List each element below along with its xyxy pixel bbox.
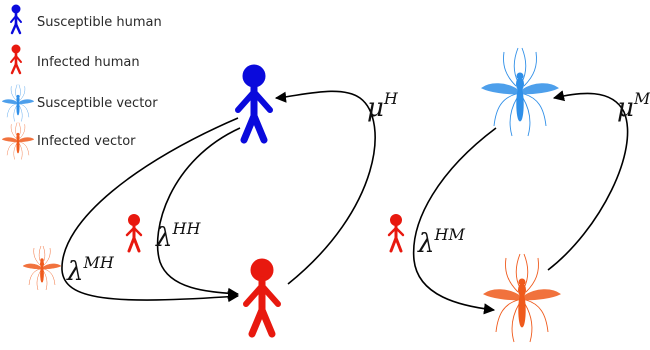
arrow-lambda-hh bbox=[156, 127, 241, 299]
susceptible-human-figure bbox=[238, 65, 270, 140]
arrow-lambda-mh bbox=[61, 117, 240, 303]
arrow-mu-m bbox=[547, 90, 629, 271]
susceptible-vector-figure bbox=[481, 47, 559, 137]
rate-lambda-hm: λHM bbox=[417, 225, 465, 259]
arrow-lambda-hm bbox=[412, 127, 497, 315]
rate-lambda-hh: λHH bbox=[155, 219, 201, 253]
arrow-mu-h bbox=[274, 90, 376, 285]
mosquito-icon bbox=[1, 84, 35, 122]
rate-mu-h: μH bbox=[367, 89, 399, 123]
legend-label: Infected human bbox=[37, 55, 140, 70]
legend-item-susceptible-human: Susceptible human bbox=[10, 4, 162, 35]
person-icon bbox=[10, 44, 22, 75]
legend-label: Susceptible vector bbox=[37, 96, 158, 111]
legend-item-infected-human: Infected human bbox=[10, 44, 140, 75]
infected-human-small-icon bbox=[125, 214, 143, 253]
person-icon bbox=[10, 4, 22, 35]
rate-lambda-mh: λMH bbox=[66, 253, 115, 287]
legend-label: Susceptible human bbox=[37, 15, 162, 30]
mosquito-icon bbox=[1, 122, 35, 160]
infected-vector-figure bbox=[483, 253, 561, 343]
legend: Susceptible human Infected human Suscept… bbox=[1, 4, 162, 160]
legend-item-infected-vector: Infected vector bbox=[1, 122, 136, 160]
infected-human-small-icon-vector-side bbox=[387, 214, 405, 253]
rate-mu-m: μM bbox=[617, 89, 650, 123]
infected-human-figure bbox=[246, 259, 278, 334]
legend-label: Infected vector bbox=[37, 134, 136, 149]
infected-vector-small-icon bbox=[22, 245, 62, 291]
legend-item-susceptible-vector: Susceptible vector bbox=[1, 84, 158, 122]
